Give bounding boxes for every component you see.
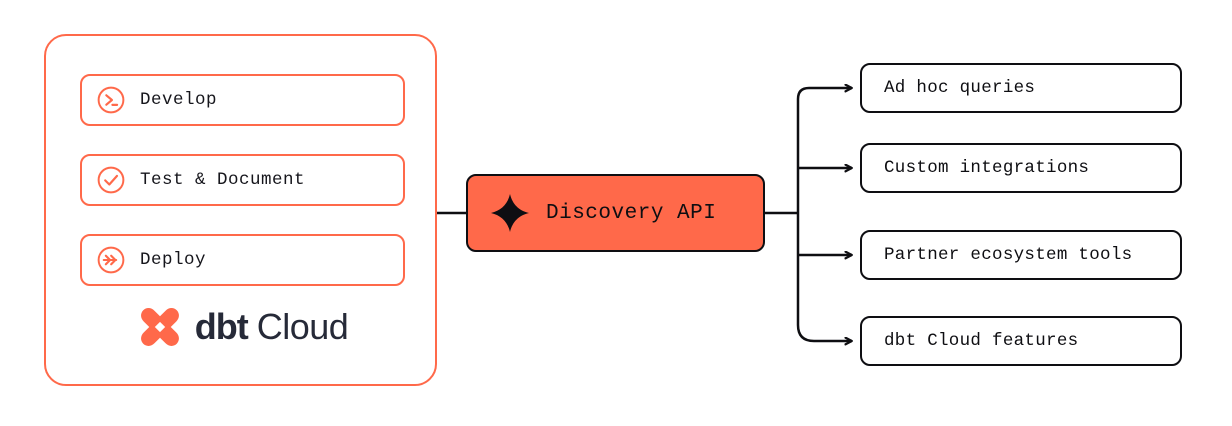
consumer-dbt-cloud-features[interactable]: dbt Cloud features xyxy=(860,316,1182,366)
stage-test-and-document[interactable]: Test & Document xyxy=(80,154,405,206)
sparkle-star-icon xyxy=(491,194,529,232)
stage-deploy[interactable]: Deploy xyxy=(80,234,405,286)
dbt-cloud-group: Develop Test & Document Deploy xyxy=(44,34,437,386)
consumer-label: Ad hoc queries xyxy=(884,78,1036,98)
dbt-wordmark: dbt Cloud xyxy=(195,306,349,348)
stage-develop[interactable]: Develop xyxy=(80,74,405,126)
dbt-cloud-logo: dbt Cloud xyxy=(46,304,439,350)
consumer-label: dbt Cloud features xyxy=(884,331,1079,351)
consumer-ad-hoc-queries[interactable]: Ad hoc queries xyxy=(860,63,1182,113)
consumer-label: Custom integrations xyxy=(884,158,1090,178)
stage-label: Deploy xyxy=(140,250,207,270)
connector-arrow-1 xyxy=(796,88,852,100)
discovery-api-label: Discovery API xyxy=(546,201,717,225)
connector-arrow-4 xyxy=(796,324,852,341)
terminal-prompt-icon xyxy=(97,86,125,114)
stage-label: Test & Document xyxy=(140,170,306,190)
discovery-api-node[interactable]: Discovery API xyxy=(466,174,765,252)
dbt-wordmark-regular: Cloud xyxy=(256,306,349,347)
check-circle-icon xyxy=(97,166,125,194)
dbt-x-mark-icon xyxy=(140,308,179,346)
double-chevron-right-icon xyxy=(97,246,125,274)
dbt-wordmark-bold: dbt xyxy=(194,306,249,347)
consumer-custom-integrations[interactable]: Custom integrations xyxy=(860,143,1182,193)
stage-label: Develop xyxy=(140,90,218,110)
consumer-label: Partner ecosystem tools xyxy=(884,245,1133,265)
consumer-partner-ecosystem-tools[interactable]: Partner ecosystem tools xyxy=(860,230,1182,280)
